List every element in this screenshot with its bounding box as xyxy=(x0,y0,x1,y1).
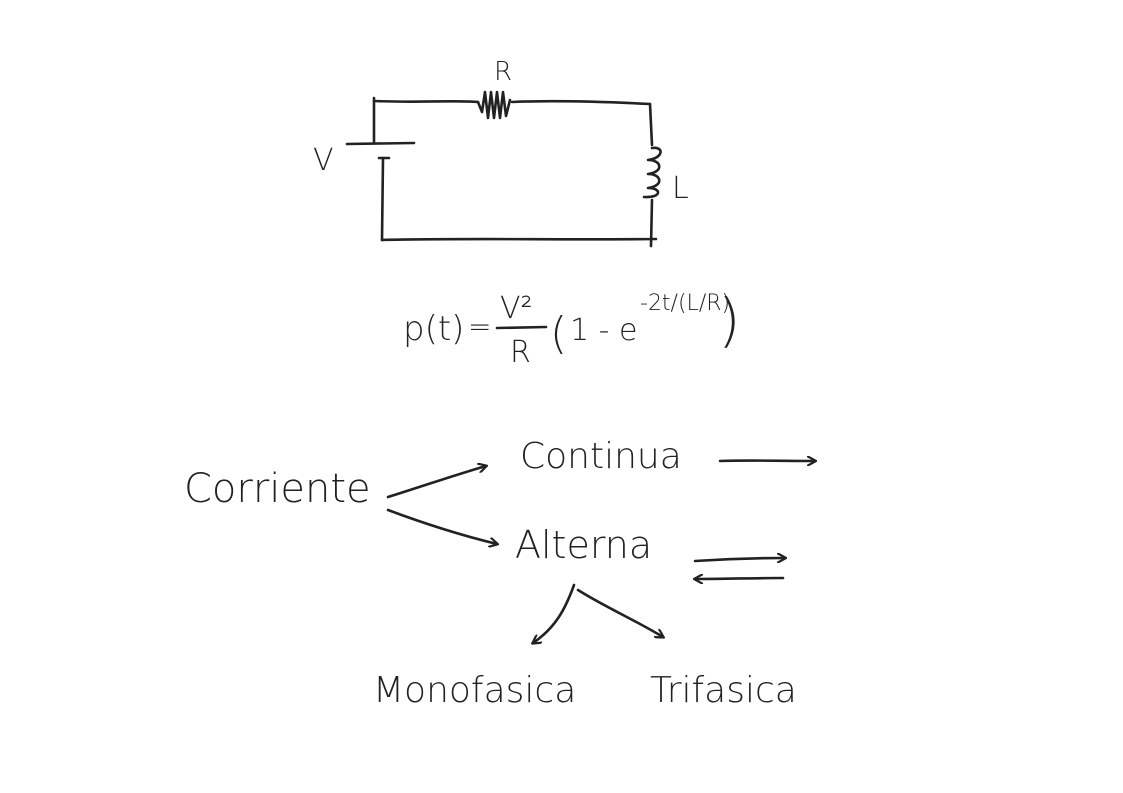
current-types-tree: Corriente Continua Alterna Monofasica Tr… xyxy=(184,436,815,711)
arrow-to-alterna xyxy=(386,508,497,544)
node-alterna: Alterna xyxy=(515,523,652,567)
fraction-bar xyxy=(495,325,548,330)
ac-arrow-left-icon xyxy=(695,578,785,579)
formula-exponent: -2t/(L/R) xyxy=(640,291,730,316)
right-wire-top xyxy=(648,102,654,147)
rl-circuit: R L V xyxy=(313,57,689,248)
formula-close-paren: ) xyxy=(718,286,741,354)
node-monofasica: Monofasica xyxy=(373,670,576,711)
source-label: V xyxy=(313,143,334,178)
resistor-icon xyxy=(476,90,512,120)
arrow-to-monofasica xyxy=(533,583,576,643)
left-wire-bottom xyxy=(380,156,385,242)
top-wire-left xyxy=(372,99,480,104)
arrow-to-continua xyxy=(386,466,486,499)
bottom-wire xyxy=(380,237,658,242)
formula-denominator: R xyxy=(510,335,531,370)
formula-numerator: V² xyxy=(500,291,533,326)
power-formula: p(t) = V² R ( 1 - e -2t/(L/R) ) xyxy=(403,286,741,370)
top-wire-right xyxy=(510,99,652,106)
inductor-icon xyxy=(642,146,662,199)
ac-arrow-right-icon xyxy=(693,558,785,561)
resistor-label: R xyxy=(494,57,512,87)
node-continua: Continua xyxy=(520,436,682,477)
node-corriente: Corriente xyxy=(184,466,371,512)
arrow-to-trifasica xyxy=(576,588,663,637)
inductor-label: L xyxy=(672,171,689,206)
formula-equals: = xyxy=(468,310,491,343)
formula-lhs: p(t) xyxy=(403,309,464,349)
node-trifasica: Trifasica xyxy=(650,670,797,711)
battery-long-plate xyxy=(345,141,416,146)
formula-open-paren: ( xyxy=(550,308,567,359)
formula-one-minus-e: 1 - e xyxy=(570,313,637,348)
